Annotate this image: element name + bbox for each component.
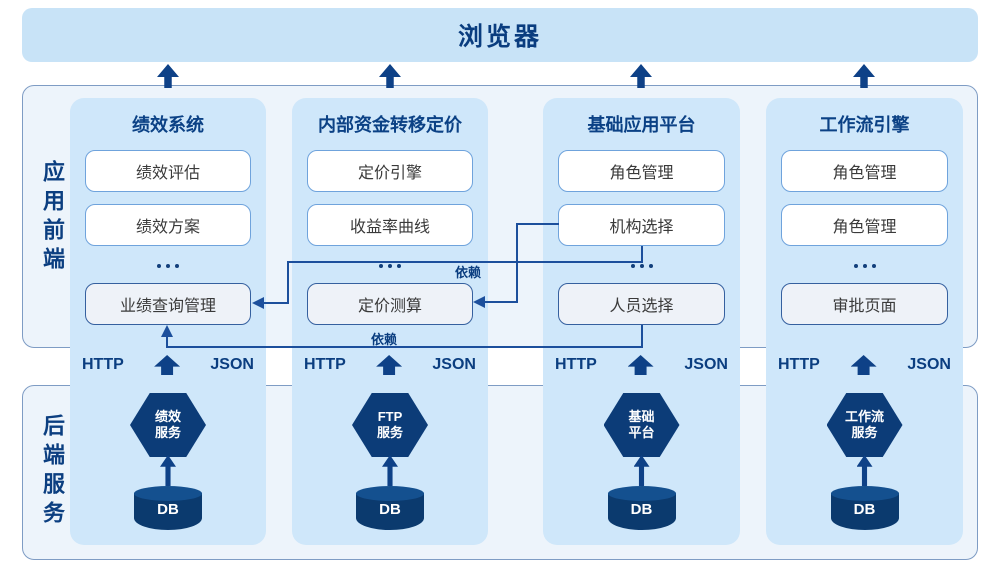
- browser-bar-title: 浏览器: [457, 23, 542, 51]
- database-cylinder-icon: DB: [830, 486, 899, 530]
- db-label: DB: [853, 501, 876, 518]
- protocol-row: HTTP JSON: [543, 353, 740, 377]
- database-cylinder-icon: DB: [134, 486, 202, 530]
- db-label: DB: [157, 501, 179, 518]
- dependency-line: [287, 261, 643, 263]
- module-box: 角色管理: [781, 204, 948, 246]
- dependency-line: [641, 246, 643, 263]
- service-name-line1: 基础: [628, 409, 655, 424]
- dependency-line: [484, 301, 517, 303]
- dependency-label: 依赖: [455, 265, 482, 280]
- module-box: 定价引擎: [307, 150, 473, 192]
- dependency-line: [264, 302, 289, 304]
- column-performance-system: 绩效系统 绩效评估 绩效方案 业绩查询管理 HTTP JSON 绩效 服务 DB: [70, 98, 266, 545]
- http-label: HTTP: [304, 356, 346, 373]
- dependency-line: [517, 223, 559, 225]
- protocol-row: HTTP JSON: [70, 353, 266, 377]
- service-name-line1: 绩效: [154, 409, 181, 424]
- module-box: 角色管理: [781, 150, 948, 192]
- column-ftp-pricing: 内部资金转移定价 定价引擎 收益率曲线 定价测算 HTTP JSON FTP 服…: [292, 98, 488, 545]
- protocol-row: HTTP JSON: [292, 353, 488, 377]
- service-name-line2: 服务: [851, 425, 878, 440]
- service-name-line1: 工作流: [844, 409, 884, 424]
- up-arrow-icon: [154, 355, 181, 375]
- backend-service-hexagon: 工作流 服务: [826, 393, 903, 457]
- module-box: 收益率曲线: [307, 204, 473, 246]
- database-cylinder-icon: DB: [356, 486, 424, 530]
- ellipsis-icon: [70, 264, 266, 268]
- service-name-line2: 平台: [628, 425, 655, 440]
- db-to-service-arrow-icon: [633, 455, 650, 486]
- frontend-panel-label: 应用前端: [40, 160, 65, 276]
- column-title: 工作流引擎: [819, 115, 910, 135]
- dependency-line: [516, 223, 518, 303]
- protocol-row: HTTP JSON: [766, 353, 963, 377]
- http-label: HTTP: [555, 356, 597, 373]
- ellipsis-icon: [543, 264, 740, 268]
- dependency-line: [287, 261, 289, 304]
- column-title: 绩效系统: [132, 115, 204, 135]
- service-name-line2: 服务: [376, 425, 403, 440]
- backend-service-hexagon: 基础 平台: [603, 393, 680, 457]
- backend-service-hexagon: 绩效 服务: [130, 393, 206, 457]
- db-label: DB: [379, 501, 401, 518]
- up-arrow-icon: [627, 355, 654, 375]
- database-cylinder-icon: DB: [607, 486, 676, 530]
- dependency-line: [166, 336, 168, 347]
- page-module-box: 定价测算: [307, 283, 473, 325]
- db-to-service-arrow-icon: [382, 455, 398, 486]
- page-module-box: 人员选择: [558, 283, 725, 325]
- db-label: DB: [630, 501, 653, 518]
- ellipsis-icon: [292, 264, 488, 268]
- http-label: HTTP: [82, 356, 124, 373]
- arrowhead-icon: [161, 325, 173, 337]
- service-name-line2: 服务: [154, 425, 181, 440]
- json-label: JSON: [684, 356, 728, 373]
- module-box: 机构选择: [558, 204, 725, 246]
- http-label: HTTP: [778, 356, 820, 373]
- service-name-line1: FTP: [377, 409, 403, 424]
- module-box: 绩效评估: [85, 150, 251, 192]
- ellipsis-icon: [766, 264, 963, 268]
- column-title: 内部资金转移定价: [318, 115, 462, 135]
- arrowhead-icon: [252, 297, 264, 309]
- browser-bar: 浏览器: [22, 8, 978, 62]
- up-arrow-icon: [376, 355, 403, 375]
- backend-panel-label: 后端服务: [40, 414, 65, 530]
- up-arrow-icon: [850, 355, 877, 375]
- column-title: 基础应用平台: [587, 115, 696, 135]
- page-module-box: 审批页面: [781, 283, 948, 325]
- dependency-line: [641, 325, 643, 348]
- json-label: JSON: [432, 356, 476, 373]
- page-module-box: 业绩查询管理: [85, 283, 251, 325]
- column-workflow-engine: 工作流引擎 角色管理 角色管理 审批页面 HTTP JSON 工作流 服务 DB: [766, 98, 963, 545]
- dependency-line: [166, 346, 643, 348]
- arrowhead-icon: [473, 296, 485, 308]
- module-box: 角色管理: [558, 150, 725, 192]
- backend-service-hexagon: FTP 服务: [352, 393, 428, 457]
- dependency-label: 依赖: [371, 332, 398, 347]
- module-box: 绩效方案: [85, 204, 251, 246]
- db-to-service-arrow-icon: [160, 455, 176, 486]
- json-label: JSON: [210, 356, 254, 373]
- db-to-service-arrow-icon: [856, 455, 873, 486]
- json-label: JSON: [907, 356, 951, 373]
- column-base-platform: 基础应用平台 角色管理 机构选择 人员选择 HTTP JSON 基础 平台 DB: [543, 98, 740, 545]
